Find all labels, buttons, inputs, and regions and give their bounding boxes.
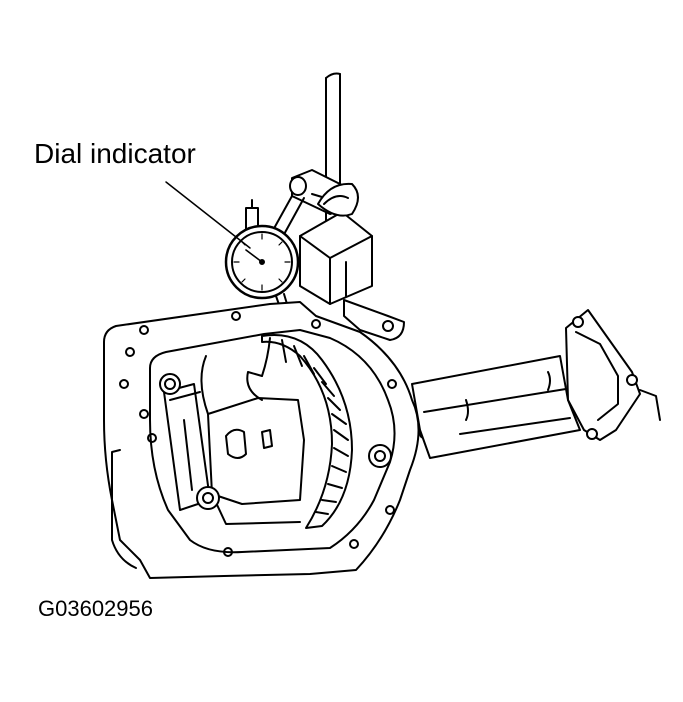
carrier-bolt [369,445,391,467]
dial-indicator [226,200,298,336]
axle-tube [412,356,580,458]
callout-leader [166,182,250,248]
ring-gear [247,335,352,528]
axle-flange [566,310,660,440]
callout-label: Dial indicator [34,138,196,169]
clamp-wing-nut [290,170,358,216]
magnetic-base [300,212,372,304]
figure-code: G03602956 [38,596,153,621]
indicator-arm [272,196,304,238]
mount-bracket [344,300,404,340]
adjuster-bar [160,374,219,510]
